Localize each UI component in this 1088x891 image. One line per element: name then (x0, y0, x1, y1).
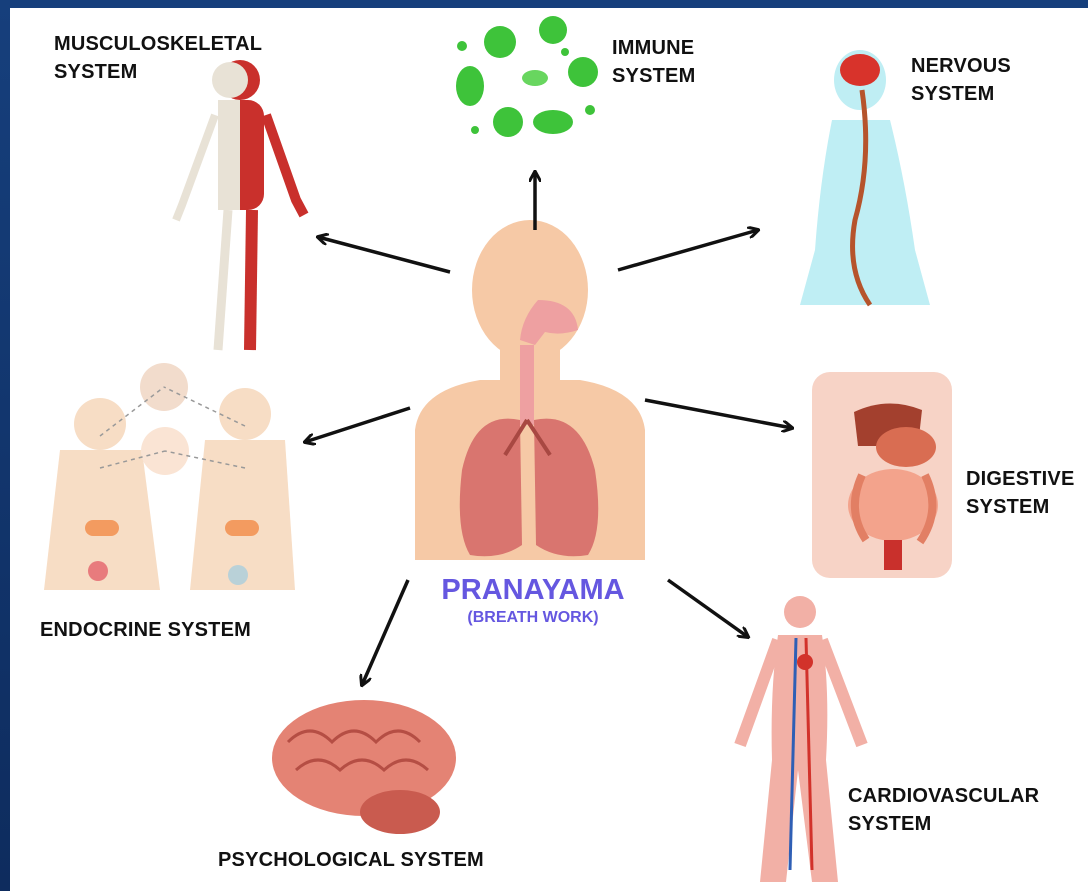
germs-icon (452, 8, 598, 148)
cardiovascular-line1: CARDIOVASCULAR (848, 785, 1039, 807)
arrow-to-endocrine (305, 408, 410, 442)
immune-line2: SYSTEM (612, 65, 695, 87)
label-immune: IMMUNE SYSTEM (612, 34, 695, 90)
cardiovascular-line2: SYSTEM (848, 813, 931, 835)
endocrine-figures-icon (44, 363, 295, 590)
label-nervous: NERVOUS SYSTEM (911, 52, 1011, 108)
arrow-to-musculoskeletal (318, 237, 450, 272)
digestive-line2: SYSTEM (966, 496, 1049, 518)
label-psychological: PSYCHOLOGICAL SYSTEM (218, 846, 484, 874)
nervous-line1: NERVOUS (911, 55, 1011, 77)
label-digestive: DIGESTIVE SYSTEM (966, 465, 1075, 521)
brain-icon (272, 700, 456, 834)
arrow-to-cardiovascular (668, 580, 748, 637)
label-endocrine: ENDOCRINE SYSTEM (40, 616, 251, 644)
label-cardiovascular: CARDIOVASCULAR SYSTEM (848, 782, 1039, 838)
digestive-organs-icon (812, 372, 952, 578)
arrow-to-psychological (362, 580, 408, 685)
digestive-line1: DIGESTIVE (966, 468, 1075, 490)
arrow-to-nervous (618, 230, 758, 270)
circulatory-body-icon (740, 596, 862, 882)
musculoskeletal-line2: SYSTEM (54, 61, 137, 83)
immune-line1: IMMUNE (612, 37, 694, 59)
musculoskeletal-line1: MUSCULOSKELETAL (54, 33, 262, 55)
center-subtitle: (BREATH WORK) (418, 608, 648, 628)
arrow-to-digestive (645, 400, 792, 428)
nervous-line2: SYSTEM (911, 83, 994, 105)
skeleton-muscle-icon (176, 60, 304, 350)
psychological-line1: PSYCHOLOGICAL SYSTEM (218, 849, 484, 871)
endocrine-line1: ENDOCRINE SYSTEM (40, 619, 251, 641)
label-musculoskeletal: MUSCULOSKELETAL SYSTEM (54, 30, 262, 86)
center-title: PRANAYAMA (418, 574, 648, 606)
